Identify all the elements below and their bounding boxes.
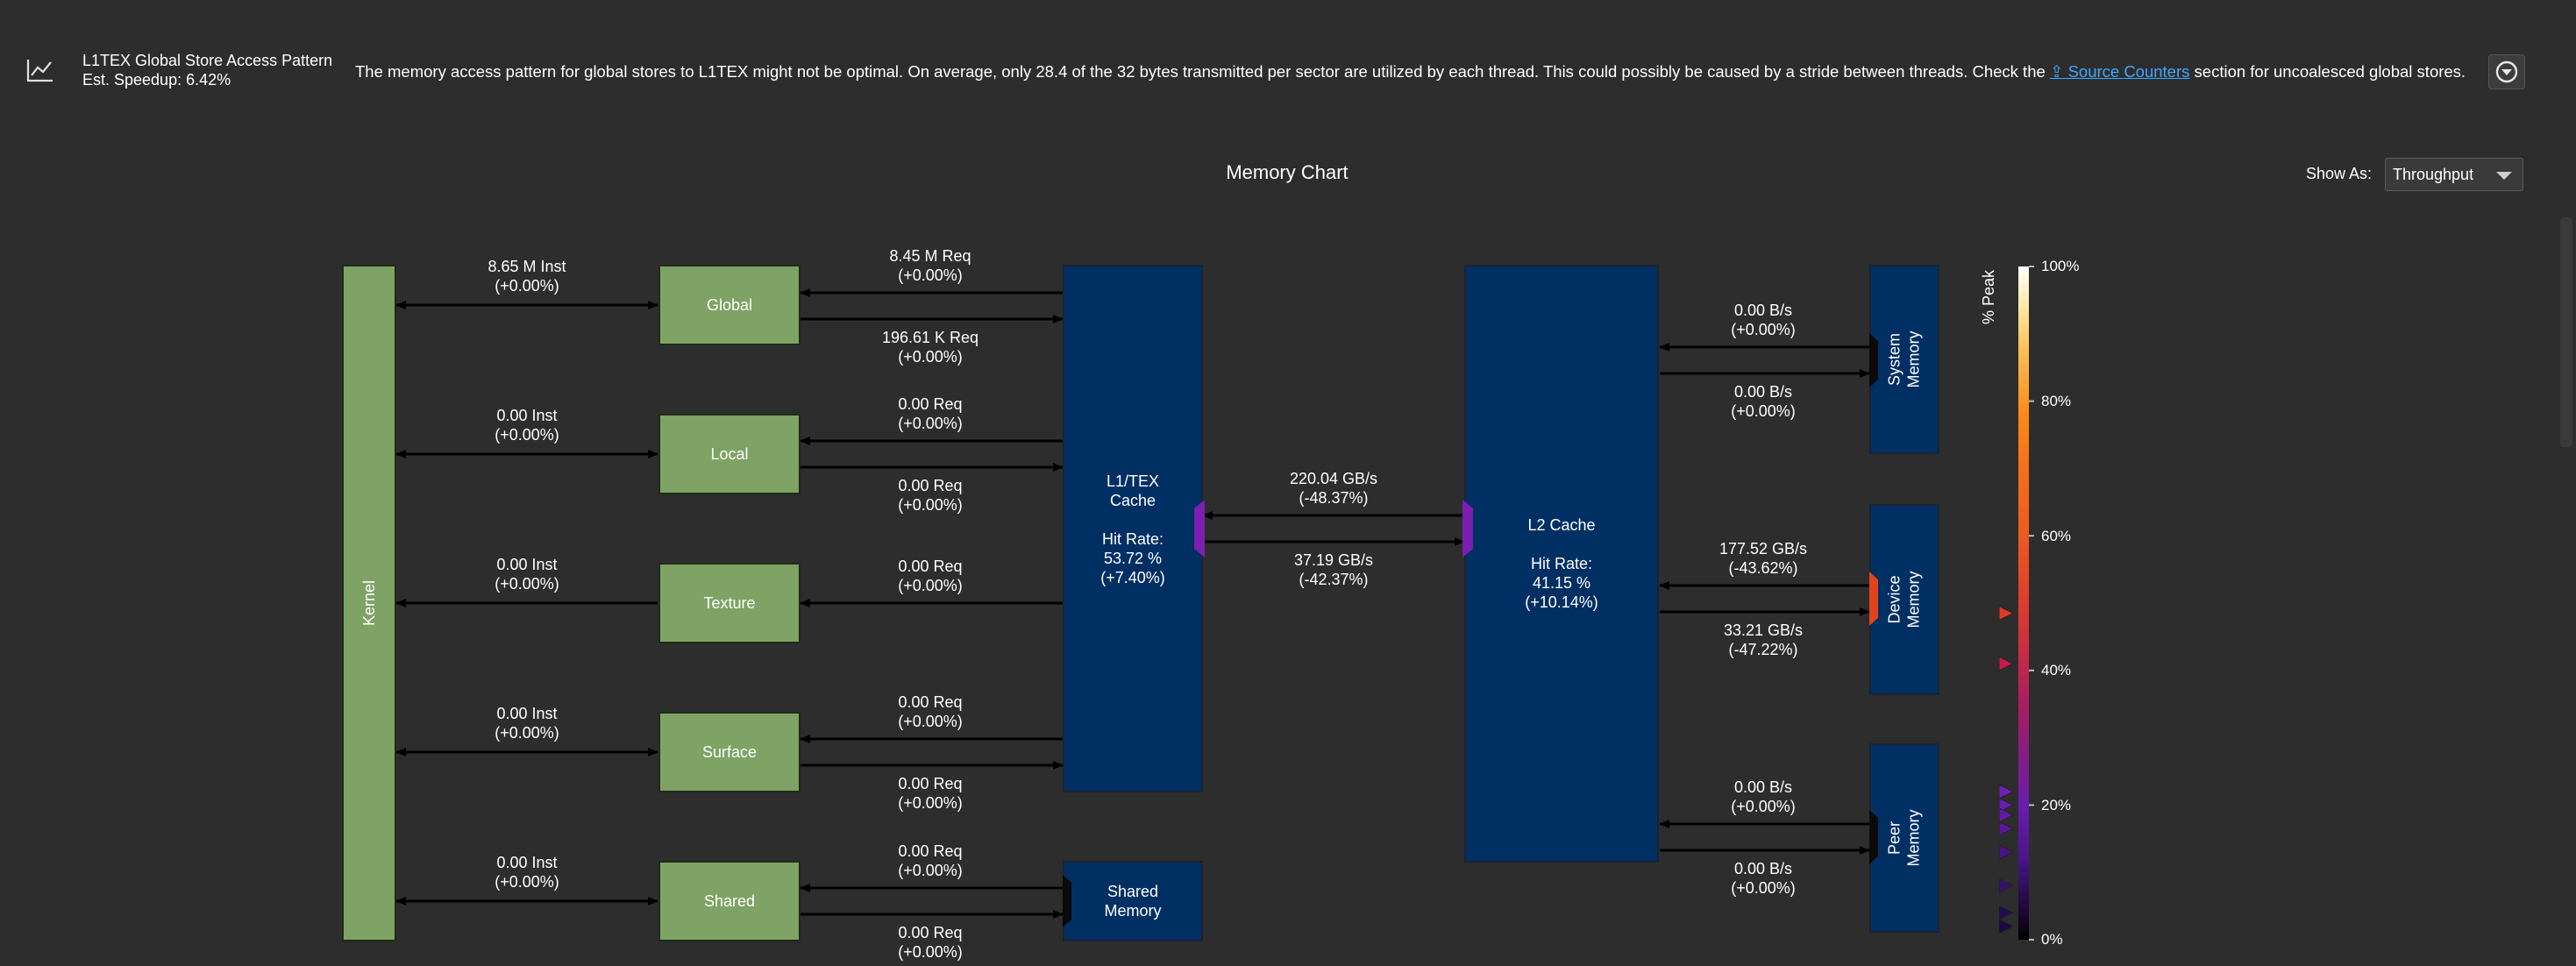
link-label-kernel-shared: 0.00 Inst (+0.00%) [495,854,559,891]
tick-100: 100% [2041,258,2080,274]
link-label-l2-peer-top: 0.00 B/s (+0.00%) [1731,778,1796,815]
tick-80: 80% [2041,393,2072,409]
texture-unit[interactable]: Texture [658,563,801,643]
peak-marker [1999,919,2015,934]
global-unit[interactable]: Global [658,265,801,345]
link-label-l1-l2-bot: 37.19 GB/s (-42.37%) [1293,551,1374,588]
shared-unit[interactable]: Shared [658,861,801,941]
banner-message-text: The memory access pattern for global sto… [355,62,2050,81]
l2-label: L2 Cache Hit Rate: 41.15 % (+10.14%) [1525,516,1598,611]
peak-color-bar [2018,266,2029,940]
surface-label: Surface [701,742,758,761]
chevron-down-icon [2496,172,2512,180]
link-label-l2-dev-top: 177.52 GB/s (-43.62%) [1719,540,1808,577]
l2-cache[interactable]: L2 Cache Hit Rate: 41.15 % (+10.14%) [1464,265,1659,863]
link-label-kernel-global: 8.65 M Inst (+0.00%) [487,258,566,295]
peak-scale-ticks [1999,266,2034,941]
banner-message: The memory access pattern for global sto… [355,62,2466,82]
link-label-kernel-local: 0.00 Inst (+0.00%) [495,407,559,444]
peak-marker [1999,656,2015,671]
texture-label: Texture [703,593,756,612]
link-label-local-l1-bot: 0.00 Req (+0.00%) [898,477,963,514]
system-memory[interactable]: System Memory [1869,265,1939,454]
l1tex-cache[interactable]: L1/TEX Cache Hit Rate: 53.72 % (+7.40%) [1063,265,1203,792]
show-as-value: Throughput [2393,166,2474,183]
kernel-label: Kernel [360,579,378,627]
peer-memory[interactable]: Peer Memory [1869,743,1939,933]
link-label-l2-sys-top: 0.00 B/s (+0.00%) [1731,302,1796,338]
chevron-down-circle-icon [2495,60,2518,83]
peak-marker [1999,878,2015,894]
peak-marker [1999,797,2015,813]
tick-60: 60% [2041,528,2072,544]
l1tex-port [1194,500,1205,558]
surface-unit[interactable]: Surface [658,712,801,792]
show-as-label: Show As: [2306,165,2373,182]
chart-title: Memory Chart [1226,161,1348,183]
device-memory-port [1869,572,1878,626]
banner-title: L1TEX Global Store Access Pattern [82,52,333,69]
link-label-global-l1-bot: 196.61 K Req (+0.00%) [881,329,979,366]
scrollbar-thumb[interactable] [2560,217,2572,447]
peak-marker [1999,807,2015,823]
peak-scale-title-text: % Peak [1980,269,1997,325]
peer-memory-port [1869,810,1878,864]
peak-marker [1999,844,2015,860]
link-label-l2-dev-bot: 33.21 GB/s (-47.22%) [1723,622,1804,658]
link-label-kernel-surface: 0.00 Inst (+0.00%) [495,705,559,742]
l2-port [1462,500,1473,558]
global-label: Global [706,295,753,314]
system-memory-label: System Memory [1885,330,1923,388]
source-counters-link[interactable]: ⇪ Source Counters [2049,62,2190,81]
link-label-l2-peer-bot: 0.00 B/s (+0.00%) [1731,860,1796,897]
shared-memory-label: Shared Memory [1104,883,1162,920]
shared-memory-port [1063,875,1071,927]
collapse-button[interactable] [2488,54,2525,89]
link-label-surface-l1-top: 0.00 Req (+0.00%) [898,693,963,730]
peak-marker [1999,820,2015,836]
link-label-l2-sys-bot: 0.00 B/s (+0.00%) [1731,383,1796,420]
tick-20: 20% [2041,797,2072,813]
peak-marker [1999,605,2015,622]
link-label-shared-sm-bot: 0.00 Req (+0.00%) [898,924,963,961]
link-label-shared-sm-top: 0.00 Req (+0.00%) [898,842,963,879]
tick-40: 40% [2041,662,2072,678]
l1tex-label: L1/TEX Cache Hit Rate: 53.72 % (+7.40%) [1100,472,1165,586]
shared-memory[interactable]: Shared Memory [1063,861,1203,941]
link-label-texture-l1: 0.00 Req (+0.00%) [898,558,963,594]
link-label-kernel-texture: 0.00 Inst (+0.00%) [495,556,559,593]
local-label: Local [710,444,749,463]
link-label-local-l1-top: 0.00 Req (+0.00%) [898,395,963,432]
banner-message-tail: section for uncoalesced global stores. [2189,62,2466,81]
banner-speedup: Est. Speedup: 6.42% [82,71,231,89]
peak-marker [1999,905,2015,920]
tick-0: 0% [2041,931,2063,948]
link-label-global-l1-top: 8.45 M Req (+0.00%) [889,247,971,284]
device-memory[interactable]: Device Memory [1869,504,1939,695]
local-unit[interactable]: Local [658,414,801,494]
show-as-select[interactable]: Throughput [2385,158,2523,191]
system-memory-port [1869,333,1878,387]
peak-marker [1999,784,2015,799]
banner-title-block: L1TEX Global Store Access Pattern Est. S… [82,51,332,89]
peer-memory-label: Peer Memory [1885,809,1923,867]
link-label-l1-l2-top: 220.04 GB/s (-48.37%) [1289,470,1378,507]
kernel-unit[interactable]: Kernel [342,265,396,941]
device-memory-label: Device Memory [1885,571,1923,629]
shared-label: Shared [703,891,756,910]
line-chart-icon [26,60,53,82]
link-label-surface-l1-bot: 0.00 Req (+0.00%) [898,775,963,812]
